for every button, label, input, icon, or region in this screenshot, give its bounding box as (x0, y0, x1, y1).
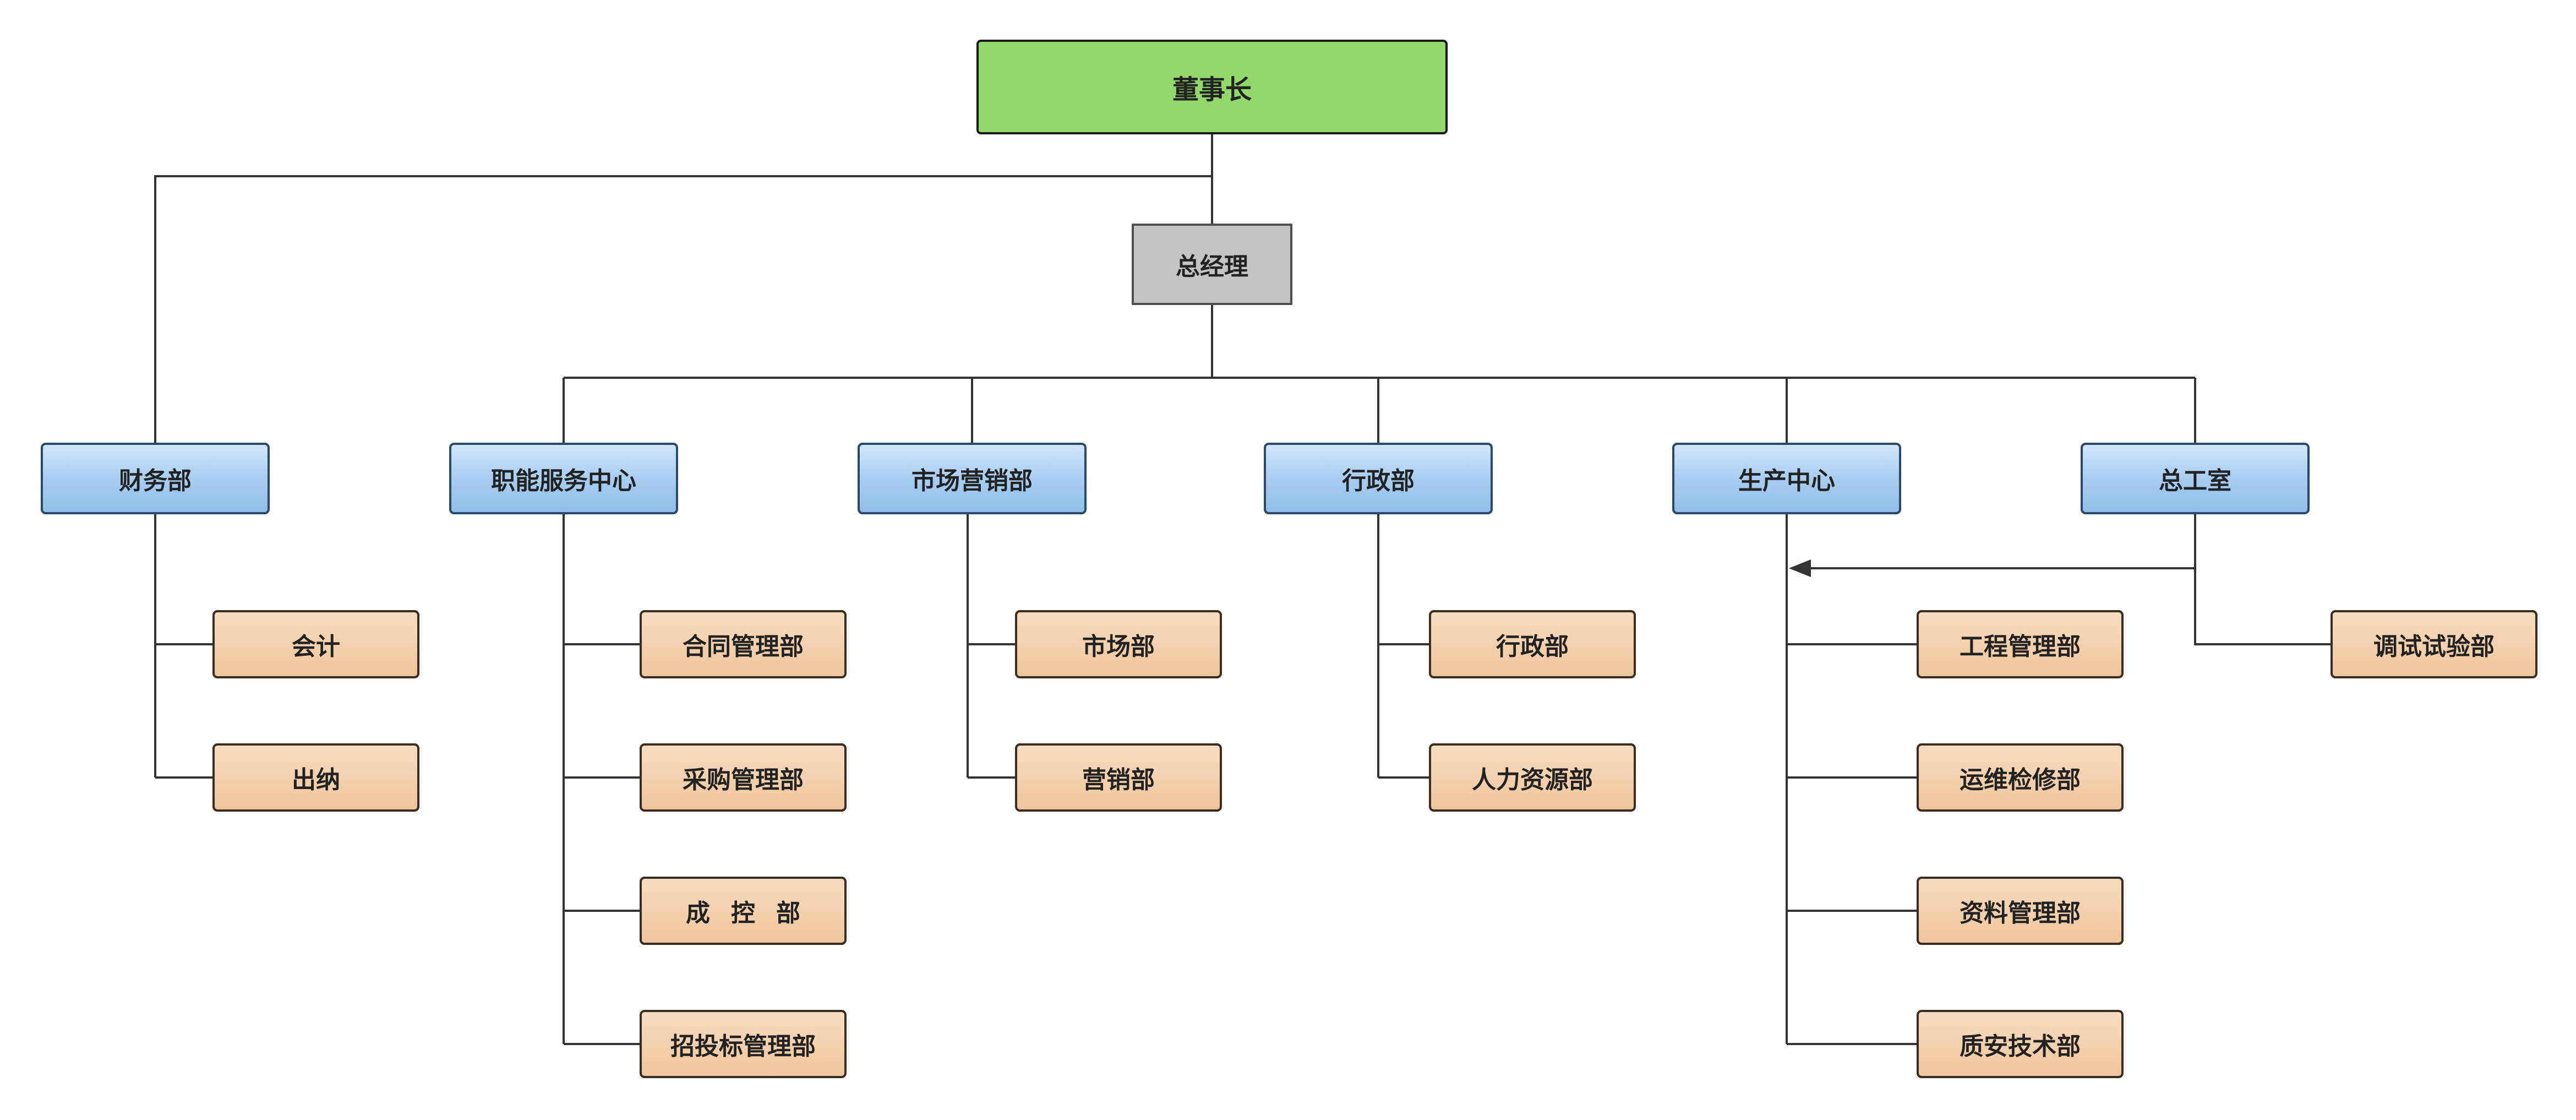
sub-quality-safety-technology: 质安技术部 (1917, 1010, 2124, 1078)
general-manager-box: 总经理 (1132, 224, 1292, 305)
arrowhead-icon (1789, 559, 1811, 577)
sub-commissioning-testing: 调试试验部 (2331, 610, 2537, 678)
sub-contract-management: 合同管理部 (640, 610, 847, 678)
branch-functional (563, 514, 640, 1045)
sub-operation-maintenance: 运维检修部 (1917, 743, 2124, 812)
dept-chief-engineer: 总工室 (2081, 443, 2310, 514)
sub-accounting: 会计 (212, 610, 419, 678)
branch-chief-engineer (2194, 514, 2331, 645)
sub-human-resources: 人力资源部 (1429, 743, 1636, 812)
line-chairman-to-finance (154, 175, 1212, 443)
sub-sales: 营销部 (1015, 743, 1222, 812)
sub-cashier: 出纳 (212, 743, 419, 812)
sub-procurement-management: 采购管理部 (640, 743, 847, 812)
sub-bidding-management: 招投标管理部 (640, 1010, 847, 1078)
dept-finance: 财务部 (41, 443, 270, 514)
sub-document-management: 资料管理部 (1917, 877, 2124, 945)
branch-admin (1377, 514, 1429, 779)
sub-market: 市场部 (1015, 610, 1222, 678)
dept-production: 生产中心 (1672, 443, 1901, 514)
sub-engineering-management: 工程管理部 (1917, 610, 2124, 678)
dept-functional-services: 职能服务中心 (449, 443, 678, 514)
sub-administration: 行政部 (1429, 610, 1636, 678)
chairman-box: 董事长 (976, 40, 1448, 134)
sub-cost-control: 成控部 (640, 877, 847, 945)
dept-administration: 行政部 (1264, 443, 1493, 514)
branch-finance (154, 514, 212, 779)
branch-marketing (967, 514, 1015, 779)
dept-marketing: 市场营销部 (858, 443, 1087, 514)
branch-production (1786, 514, 1917, 1045)
